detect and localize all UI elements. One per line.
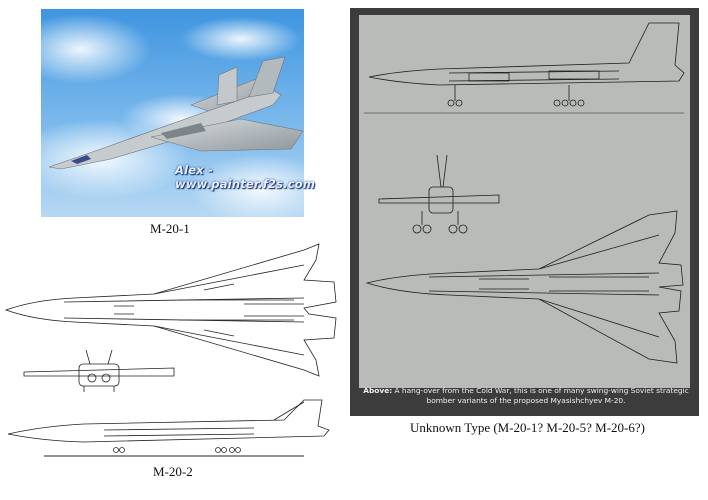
blueprint-front-view — [378, 154, 500, 234]
caption-unknown-type: Unknown Type (M-20-1? M-20-5? M-20-6?) — [410, 420, 645, 435]
m20-1-painting: Alex - www.painter.f2s.com — [11, 9, 331, 224]
m20-2-drawings — [4, 230, 340, 458]
watermark-text: Alex - www.painter.f2s.com — [175, 163, 316, 191]
blueprint-paper — [359, 15, 690, 388]
m20-2-side-view — [7, 399, 330, 457]
m20-2-line-drawings — [4, 243, 337, 457]
m20-2-front-view — [23, 349, 175, 392]
blueprint-top-view — [365, 210, 684, 364]
blueprint-drawings — [364, 22, 685, 364]
m20-2-top-view — [4, 243, 337, 377]
blueprint-side-view — [364, 22, 685, 114]
blueprint-caption-note: Above: A hang-over from the Cold War, th… — [361, 386, 691, 406]
unknown-type-blueprint — [350, 8, 699, 416]
note-text: A hang-over from the Cold War, this is o… — [394, 386, 689, 405]
m20-1-illustration — [11, 9, 331, 224]
caption-m20-1: M-20-1 — [150, 221, 190, 236]
caption-m20-2: M-20-2 — [153, 464, 193, 479]
note-label: Above: — [363, 386, 393, 395]
m20-1-aircraft — [48, 56, 304, 170]
